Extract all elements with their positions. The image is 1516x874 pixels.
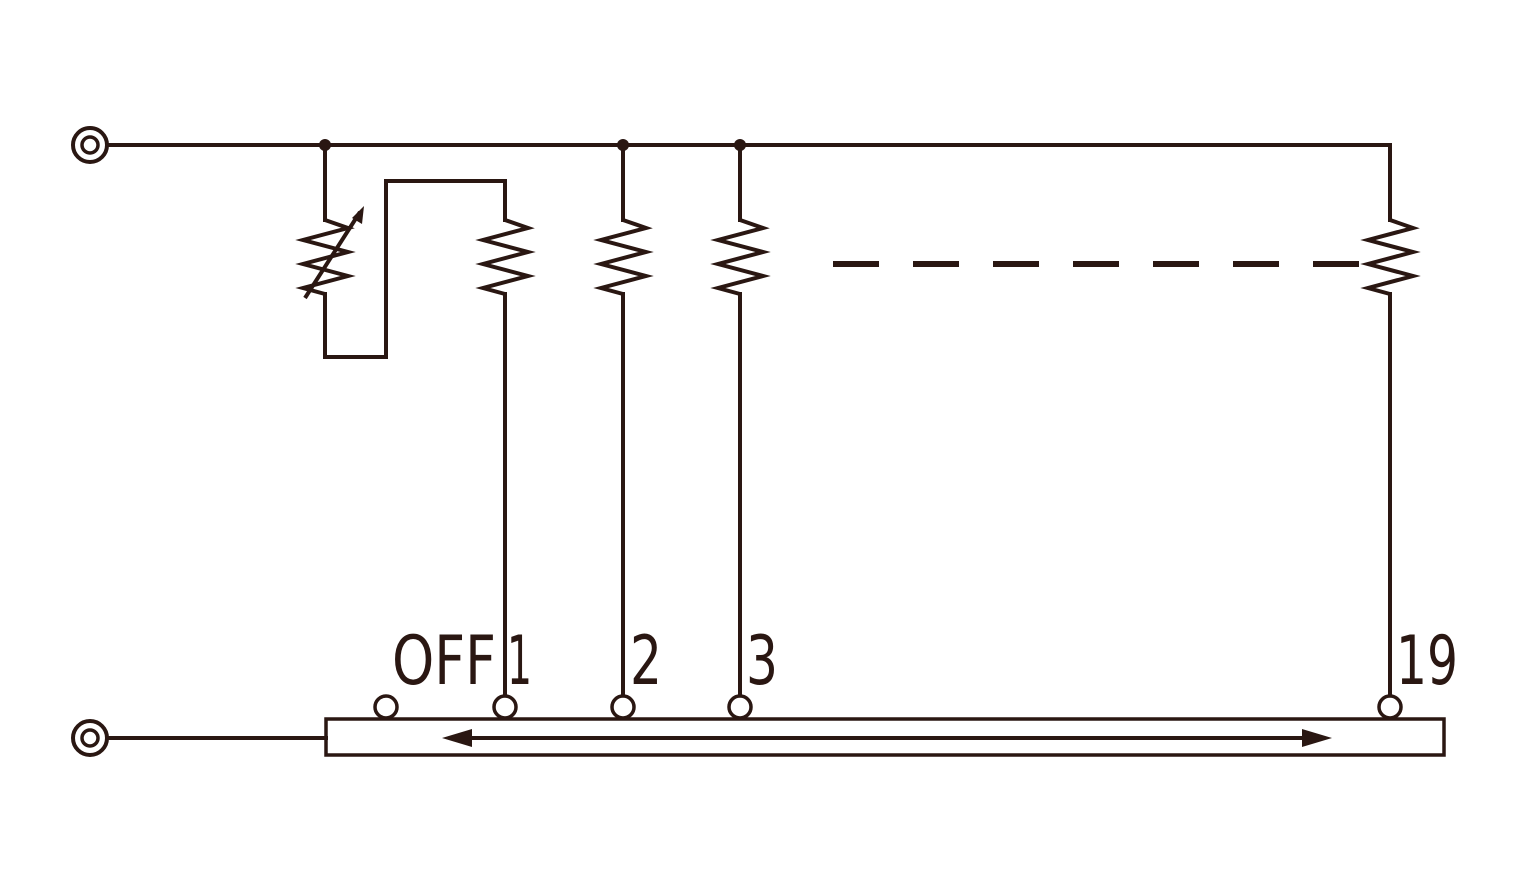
resistor-2 <box>593 143 654 700</box>
bottom-terminal <box>71 719 109 757</box>
switch-contact-off <box>373 694 399 720</box>
label-3: 3 <box>746 622 778 701</box>
resistor-19 <box>1360 218 1421 700</box>
resistor-1 <box>475 218 536 700</box>
resistor-3 <box>710 143 771 700</box>
switch-contact-2 <box>610 694 636 720</box>
switch-contact-1 <box>492 694 518 720</box>
variable-resistor <box>295 143 507 359</box>
label-1: 1 <box>507 622 532 701</box>
switch-contact-19 <box>1377 694 1403 720</box>
label-2: 2 <box>630 622 662 701</box>
top-bus-wire <box>105 143 1392 222</box>
label-19: 19 <box>1396 622 1458 701</box>
top-terminal <box>71 126 109 164</box>
switch-contact-3 <box>727 694 753 720</box>
label-off: OFF <box>392 622 496 701</box>
slide-direction-arrow <box>442 729 1332 747</box>
